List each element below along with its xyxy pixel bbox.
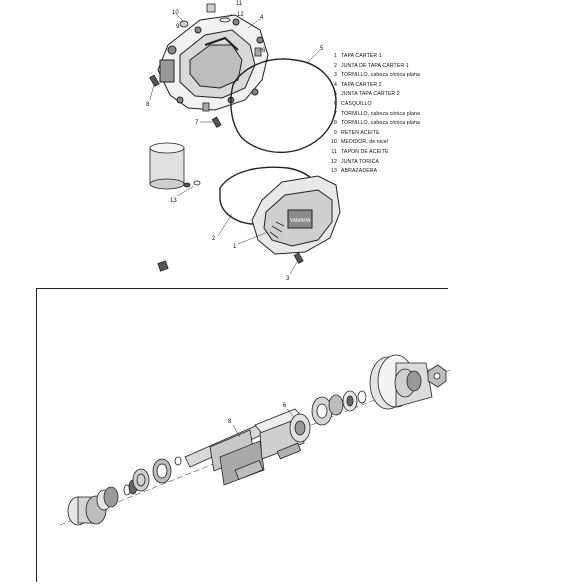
legend-item: 13 ABRAZADERA — [328, 168, 377, 174]
balancer-housing — [254, 408, 311, 460]
callout-6: 6 — [262, 48, 266, 54]
legend-item-text: TAPA CARTER 1 — [341, 53, 382, 59]
legend-item-text: TORNILLO, cabeza cónica plana — [341, 72, 420, 79]
oil-seal-cylinder — [149, 142, 201, 190]
callout-4: 4 — [260, 15, 264, 21]
legend-item-number: 3 — [334, 72, 337, 79]
small-rings-left — [123, 456, 182, 496]
callout-10: 10 — [172, 10, 179, 16]
callout-1: 1 — [233, 244, 237, 250]
legend-item: 1 TAPA CARTER 1 — [328, 53, 382, 59]
end-nut — [427, 364, 447, 388]
shaft-drawing: 8 6 — [59, 354, 451, 526]
callout-9: 9 — [176, 24, 180, 30]
legend-item-text: CASQUILLO — [341, 101, 372, 107]
legend-item-text: TORNILLO, cabeza cónica plana — [341, 110, 420, 117]
legend-item: 11 TAPON DE ACEITE — [328, 149, 389, 155]
callout-bottom-8: 8 — [228, 419, 232, 425]
callout-5: 5 — [320, 46, 324, 52]
legend-item-text: TORNILLO, cabeza cónica plana — [341, 120, 420, 127]
callout-13: 13 — [170, 198, 177, 204]
legend-item-number: 4 — [334, 81, 337, 88]
drive-gear-flange — [369, 354, 433, 410]
crankcase-cover-1: YAMAHA — [251, 175, 341, 255]
legend-item-number: 6 — [334, 101, 337, 107]
legend-item: 10 MEDIDOR, de nivel — [328, 139, 388, 145]
legend-item-text: RETEN ACEITE — [341, 129, 380, 136]
oil-level-gauge-parts — [179, 3, 231, 28]
legend-item: 7 TORNILLO, cabeza cónica plana — [328, 111, 420, 117]
shaft-exploded-view: 8 6 — [0, 285, 567, 582]
legend-item-text: ABRAZADERA — [341, 168, 378, 175]
callout-12: 12 — [237, 12, 244, 18]
legend-item: 4 TAPA CARTER 2 — [328, 82, 382, 88]
legend-item: 6 CASQUILLO — [328, 101, 372, 107]
callout-numbers: 11 10 12 9 4 6 5 8 7 13 2 1 3 — [146, 1, 324, 282]
callout-11: 11 — [236, 1, 243, 7]
main-shaft — [184, 422, 267, 486]
left-bearing-housing — [67, 486, 119, 526]
legend-item: 5 JUNTA TAPA CARTER 2 — [328, 91, 400, 97]
legend-item: 12 JUNTA TORICA — [328, 159, 379, 165]
gasket-5 — [230, 58, 337, 154]
callout-bottom-6: 6 — [283, 403, 287, 409]
legend-item-text: MEDIDOR, de nivel — [341, 139, 388, 146]
callout-3: 3 — [286, 276, 290, 282]
legend-item-number: 8 — [334, 120, 337, 127]
legend-item-text: JUNTA TORICA — [341, 158, 380, 165]
legend-item-text: JUNTA DE TAPA CARTER 1 — [341, 62, 409, 69]
legend-item-number: 10 — [331, 139, 337, 146]
legend-item-number: 1 — [334, 53, 337, 59]
bottom-leader-lines — [232, 408, 295, 438]
brand-logo: YAMAHA — [290, 218, 311, 224]
legend-item-text: JUNTA TAPA CARTER 2 — [341, 91, 400, 98]
crankcase-cover-exploded-view: YAMAHA 11 10 12 9 4 6 5 8 7 — [0, 0, 567, 285]
leader-lines — [149, 13, 321, 275]
legend-item-number: 5 — [334, 91, 337, 98]
legend-item-number: 13 — [331, 168, 337, 175]
legend-item-number: 12 — [331, 158, 337, 165]
lower-figure-frame — [36, 288, 448, 582]
bottom-callouts: 8 6 — [228, 403, 287, 425]
legend-item: 9 RETEN ACEITE — [328, 130, 380, 136]
legend-item-number: 9 — [334, 129, 337, 136]
bearings-right — [311, 390, 367, 426]
legend-item: 3 TORNILLO, cabeza cónica plana — [328, 72, 420, 78]
legend-item: 8 TORNILLO, cabeza cónica plana — [328, 120, 420, 126]
legend-item: 2 JUNTA DE TAPA CARTER 1 — [328, 63, 409, 69]
legend-item-number: 11 — [331, 149, 337, 155]
legend-item-number: 2 — [334, 62, 337, 69]
callout-7: 7 — [195, 120, 199, 126]
callout-8: 8 — [146, 102, 150, 108]
legend-item-text: TAPON DE ACEITE — [341, 149, 389, 155]
legend-item-number: 7 — [334, 110, 337, 117]
crankcase-cover-2 — [157, 14, 269, 111]
bolts — [149, 74, 304, 272]
legend-item-text: TAPA CARTER 2 — [341, 81, 382, 88]
callout-2: 2 — [212, 236, 216, 242]
crankcase-cover-drawing: YAMAHA 11 10 12 9 4 6 5 8 7 — [146, 1, 341, 282]
